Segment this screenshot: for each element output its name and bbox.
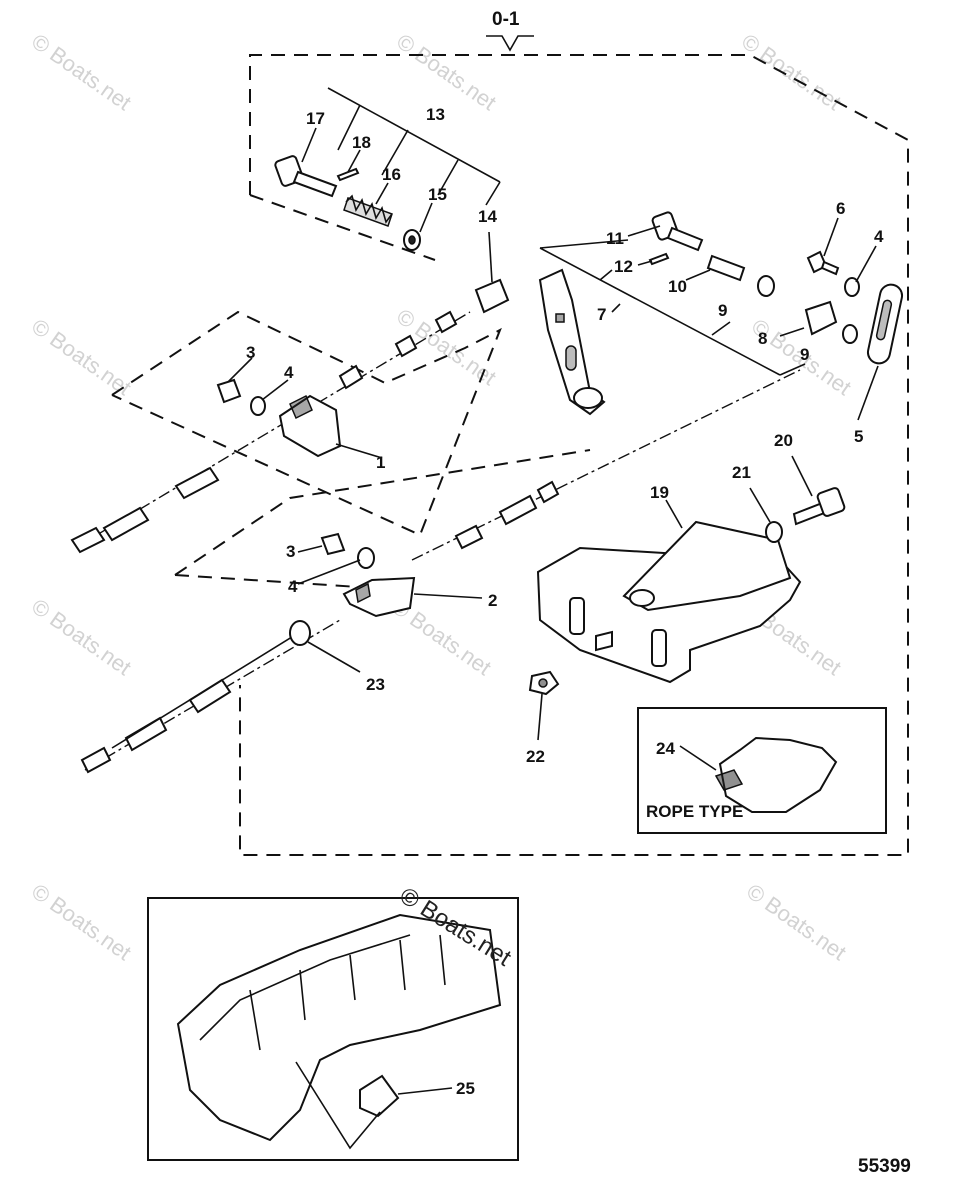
bracket-7-group [539, 239, 806, 376]
callout-9-lower: 9 [800, 345, 809, 364]
bracket-19 [622, 520, 792, 612]
washer-9-lower [842, 324, 858, 344]
callout-2: 2 [488, 591, 497, 610]
callout-24: 24 [656, 739, 675, 758]
washer-4-upper [250, 396, 266, 416]
callout-19: 19 [650, 483, 669, 502]
anchor-bracket-1 [278, 394, 342, 458]
upper-cable-region [111, 310, 502, 537]
callout-12: 12 [614, 257, 633, 276]
screw-3-lower [320, 532, 346, 556]
assembly-bracket [486, 35, 534, 52]
callout-22: 22 [526, 747, 545, 766]
callout-16: 16 [382, 165, 401, 184]
pin-18 [336, 167, 360, 182]
washer-15 [403, 229, 421, 251]
bracket-13-ticks [337, 104, 501, 206]
callout-3-upper: 3 [246, 343, 255, 362]
callout-4-upper: 4 [284, 363, 294, 382]
washer-9-upper [757, 275, 775, 297]
grommet-25-arrow [295, 1061, 381, 1150]
lower-cowl-inset [147, 897, 519, 1161]
link-5 [866, 283, 904, 365]
watermark: © Boats.net [392, 29, 501, 116]
watermark: © Boats.net [737, 29, 846, 116]
bracket-13-group [327, 87, 501, 206]
watermark: © Boats.net [27, 29, 136, 116]
cable-end-14 [474, 278, 510, 314]
watermark: © Boats.net [742, 879, 851, 966]
callout-10: 10 [668, 277, 687, 296]
callout-8: 8 [758, 329, 767, 348]
callout-18: 18 [352, 133, 371, 152]
callout-17: 17 [306, 109, 325, 128]
bracket-7-line [539, 247, 781, 376]
assembly-label: 0-1 [492, 9, 520, 30]
assembly-outline: 0-1 [239, 9, 909, 856]
callout-7: 7 [597, 305, 606, 324]
bolt-11 [651, 211, 704, 252]
grommet-23 [289, 620, 311, 646]
bracket-13-line [327, 87, 501, 183]
bolt-17 [274, 155, 338, 198]
screw-6 [806, 250, 840, 276]
callout-23: 23 [366, 675, 385, 694]
anchor-bracket-2 [342, 576, 416, 618]
callout-5: 5 [854, 427, 863, 446]
assembly-dashed-boundary [239, 54, 909, 856]
pin-12 [648, 252, 670, 266]
washer-4-right [844, 277, 860, 297]
lower-cowl-inset-frame [147, 897, 519, 1161]
watermark: © Boats.net [27, 879, 136, 966]
callout-25: 25 [456, 1079, 475, 1098]
washer-21 [765, 521, 783, 543]
spring-10 [706, 254, 746, 282]
shift-cable-upper [70, 310, 471, 554]
shift-cable-lower [80, 619, 341, 774]
callout-13: 13 [426, 105, 445, 124]
diagram-number: 55399 [858, 1156, 911, 1177]
lower-cowl-body [176, 913, 502, 1142]
callout-20: 20 [774, 431, 793, 450]
nut-22 [528, 670, 560, 696]
callout-numbers: 1 2 3 3 4 4 4 5 6 7 8 9 9 10 11 12 13 14… [246, 105, 884, 1098]
cable-end-8 [804, 300, 838, 336]
watermark: © Boats.net [27, 594, 136, 681]
callout-4-lower: 4 [288, 577, 298, 596]
bolt-20 [792, 487, 846, 526]
throttle-cable [411, 369, 801, 561]
watermark-layer: © Boats.net © Boats.net © Boats.net © Bo… [27, 29, 856, 966]
rope-anchor-24 [718, 736, 838, 813]
bracket-7-ticks [539, 239, 806, 376]
callout-21: 21 [732, 463, 751, 482]
rope-type-caption: ROPE TYPE [646, 802, 743, 821]
callout-15: 15 [428, 185, 447, 204]
callout-11: 11 [606, 229, 624, 248]
screw-3-upper [216, 378, 242, 404]
leader-lines [227, 127, 879, 1095]
lever-7 [538, 268, 606, 416]
callout-14: 14 [478, 207, 497, 226]
watermark: © Boats.net [27, 314, 136, 401]
callout-6: 6 [836, 199, 845, 218]
upper-cable-dashed-boundary [111, 310, 502, 537]
rope-type-inset-frame [637, 707, 887, 834]
grommet-25 [359, 1074, 400, 1118]
spring-16 [343, 194, 393, 227]
callout-1: 1 [376, 453, 385, 472]
callout-3-lower: 3 [286, 542, 295, 561]
callout-9-upper: 9 [718, 301, 727, 320]
assembly-dashed-edge [249, 194, 436, 261]
rope-type-inset: ROPE TYPE [637, 707, 887, 834]
washer-4-lower [357, 547, 375, 569]
callout-4-right: 4 [874, 227, 884, 246]
